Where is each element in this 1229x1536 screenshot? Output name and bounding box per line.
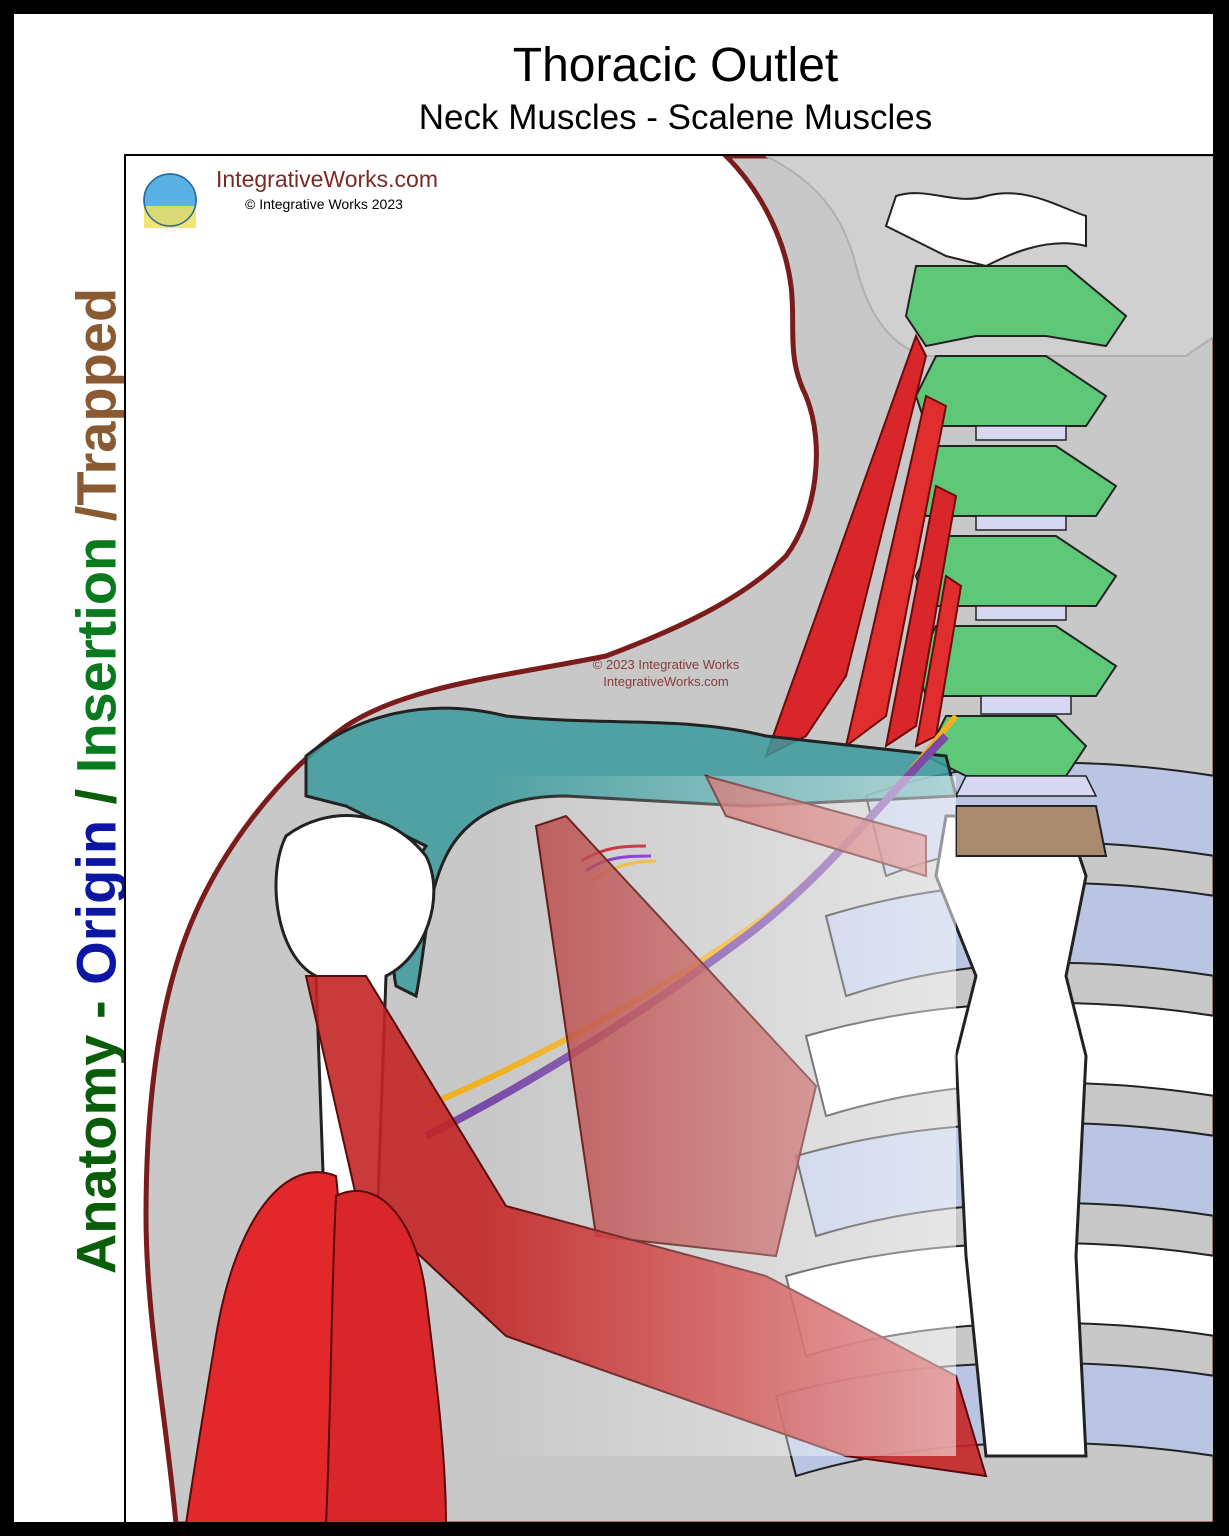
integrative-works-logo (143, 173, 197, 228)
page-sheet: Thoracic Outlet Neck Muscles - Scalene M… (14, 14, 1213, 1522)
copyright-notice: © Integrative Works 2023 (245, 196, 403, 212)
side-label-trapped: /Trapped (64, 287, 128, 537)
biceps-short-head (325, 1190, 447, 1522)
illustration-shading (486, 776, 956, 1456)
site-brand: IntegrativeWorks.com (216, 166, 438, 192)
cervical-spine (884, 192, 1128, 857)
side-label-anatomy: Anatomy - (64, 984, 128, 1275)
anatomy-illustration (143, 156, 1213, 1522)
scalene-muscles (764, 333, 963, 759)
side-label-insertion: Insertion (64, 536, 128, 774)
side-label-origin: Origin (64, 819, 128, 985)
watermark-line-1: © 2023 Integrative Works (592, 657, 740, 672)
page-subtitle: Neck Muscles - Scalene Muscles (418, 98, 933, 137)
sternum (934, 814, 1088, 1458)
page-title: Thoracic Outlet (512, 39, 839, 92)
side-label-separator: / (64, 773, 128, 820)
watermark: © 2023 Integrative Works IntegrativeWork… (566, 656, 766, 690)
watermark-line-2: IntegrativeWorks.com (603, 674, 729, 689)
side-label: Anatomy - Origin / Insertion /Trapped (64, 288, 129, 1274)
anatomy-illustration-panel: IntegrativeWorks.com © Integrative Works… (124, 154, 1213, 1522)
